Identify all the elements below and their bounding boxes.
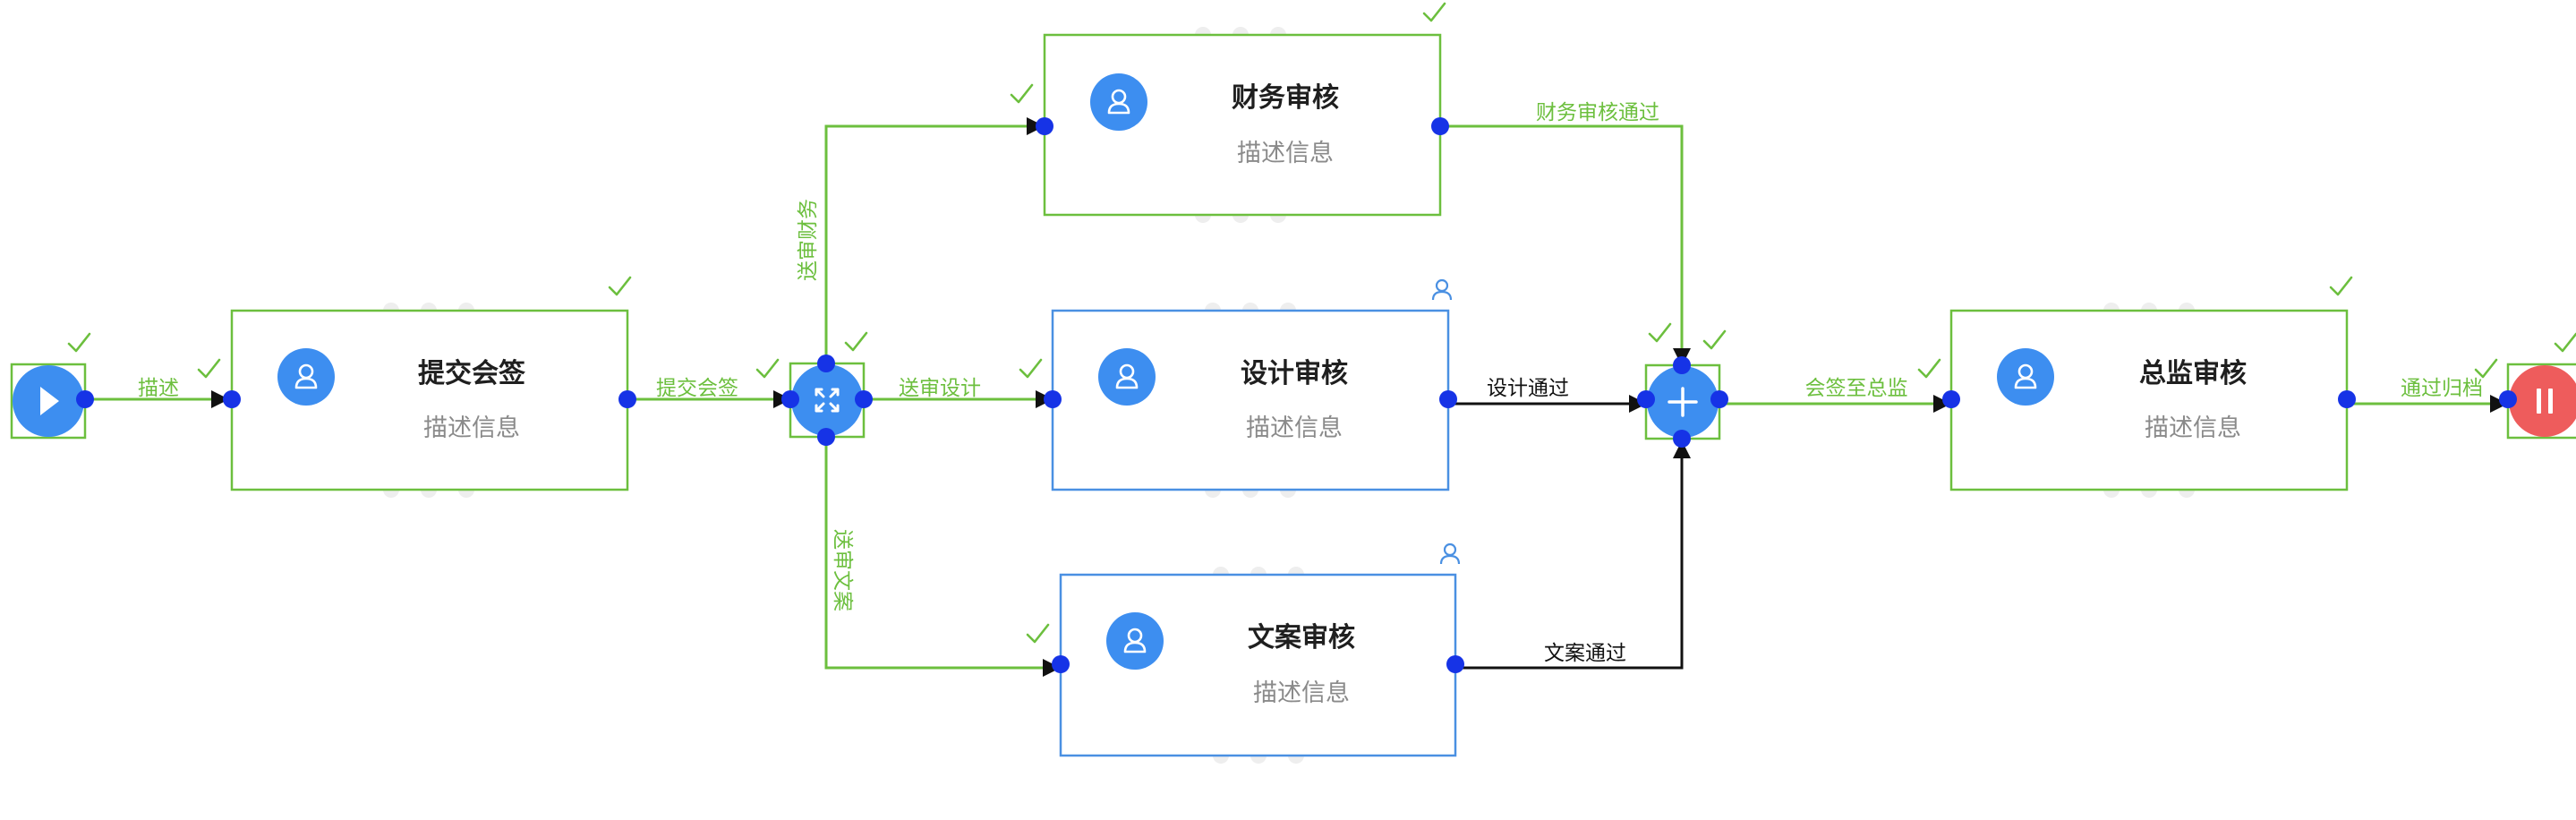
edge-start-to-submit[interactable]: 描述 xyxy=(85,377,229,408)
node-title: 提交会签 xyxy=(418,358,525,389)
status-check-icon xyxy=(1422,2,1446,22)
edge-join-to-director[interactable]: 会签至总监 xyxy=(1719,377,1951,413)
edge-label-split-to-design: 送审设计 xyxy=(899,377,981,400)
node-title: 总监审核 xyxy=(2139,358,2247,389)
edge-label-split-to-copy: 送审文案 xyxy=(831,529,854,611)
node-title: 设计审核 xyxy=(1241,358,1348,389)
node-copy[interactable]: 文案审核 描述信息 xyxy=(1026,542,1464,764)
expand-icon xyxy=(815,388,840,413)
node-finance[interactable]: 财务审核 描述信息 xyxy=(1010,2,1449,223)
node-desc: 描述信息 xyxy=(1246,414,1343,442)
edge-design-to-join[interactable]: 设计通过 xyxy=(1448,377,1647,413)
gateway-split[interactable] xyxy=(755,331,873,446)
edge-label-split-to-finance: 送审财务 xyxy=(797,199,820,281)
node-submit[interactable]: 提交会签 描述信息 xyxy=(197,276,636,498)
edge-label-submit-to-split: 提交会签 xyxy=(656,377,738,400)
edge-submit-to-split[interactable]: 提交会签 xyxy=(627,377,791,408)
node-title: 文案审核 xyxy=(1248,622,1355,653)
pause-icon xyxy=(2537,389,2553,414)
edge-label-join-to-director: 会签至总监 xyxy=(1805,377,1908,400)
node-desc: 描述信息 xyxy=(1253,679,1350,707)
edge-label-director-to-end: 通过归档 xyxy=(2401,377,2483,400)
start-event[interactable] xyxy=(10,332,94,440)
node-desc: 描述信息 xyxy=(2145,414,2241,442)
status-check-icon xyxy=(608,276,632,296)
gateway-join[interactable] xyxy=(1637,322,1728,448)
edge-director-to-end[interactable]: 通过归档 xyxy=(2347,377,2508,413)
edge-label-start-to-submit: 描述 xyxy=(138,377,179,400)
edge-split-to-finance[interactable]: 送审财务 xyxy=(797,117,1045,363)
assignee-icon xyxy=(1431,278,1453,301)
node-title: 财务审核 xyxy=(1232,82,1339,114)
node-desc: 描述信息 xyxy=(1237,140,1334,167)
edge-finance-to-join[interactable]: 财务审核通过 xyxy=(1440,101,1691,366)
edge-label-copy-to-join: 文案通过 xyxy=(1544,642,1626,665)
status-check-icon xyxy=(2329,276,2353,296)
edge-split-to-design[interactable]: 送审设计 xyxy=(864,377,1053,408)
play-icon xyxy=(40,387,59,415)
edge-copy-to-join[interactable]: 文案通过 xyxy=(1455,440,1691,670)
node-director[interactable]: 总监审核 描述信息 xyxy=(1917,276,2356,498)
node-desc: 描述信息 xyxy=(423,414,520,442)
plus-icon xyxy=(1668,387,1698,417)
edge-label-design-to-join: 设计通过 xyxy=(1487,377,1569,400)
assignee-icon xyxy=(1439,542,1461,565)
end-event[interactable] xyxy=(2474,332,2576,440)
node-design[interactable]: 设计审核 描述信息 xyxy=(1019,278,1457,498)
edge-split-to-copy[interactable]: 送审文案 xyxy=(824,437,1061,677)
edge-label-finance-to-join: 财务审核通过 xyxy=(1536,101,1659,124)
